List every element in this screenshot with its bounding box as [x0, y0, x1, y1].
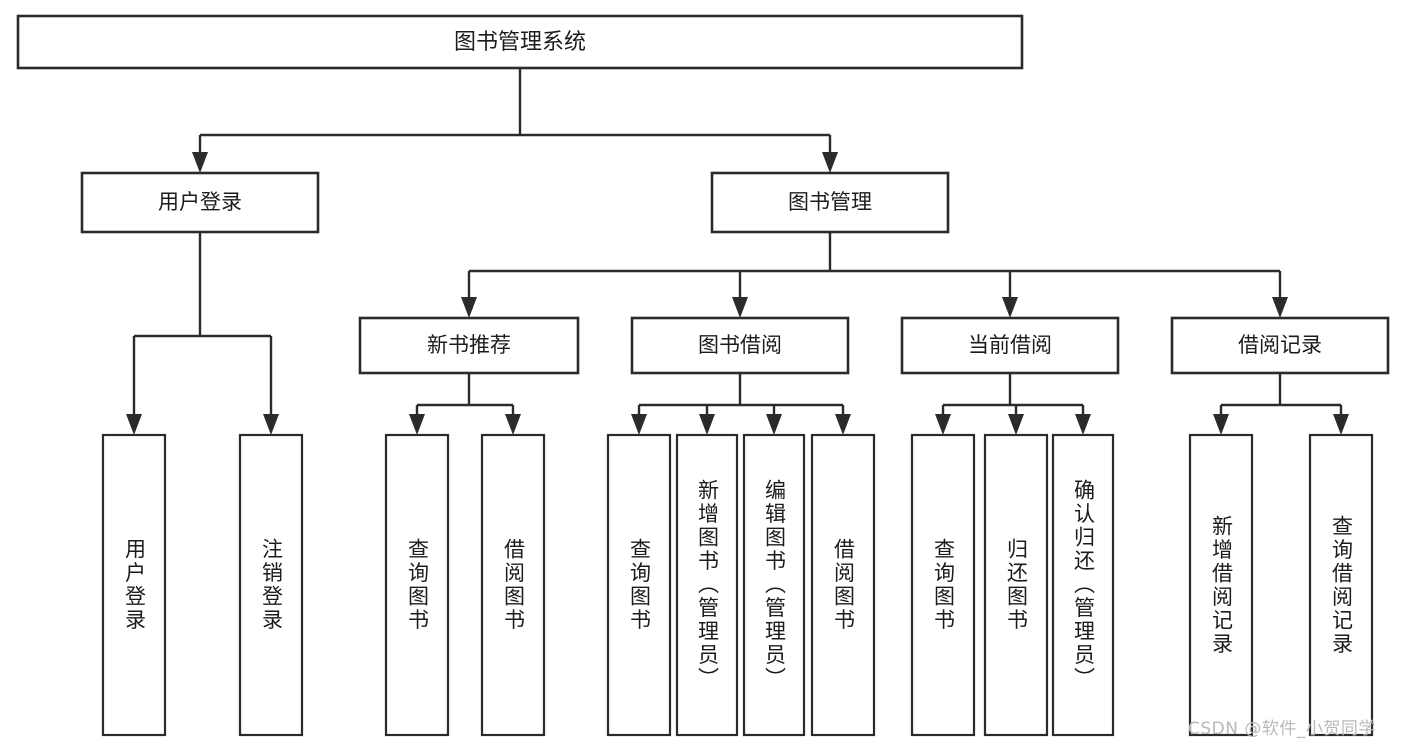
- leaf-box-query-record[interactable]: [1308, 433, 1374, 737]
- user-login-box[interactable]: [80, 171, 320, 234]
- leaf-box-return-book[interactable]: [983, 433, 1049, 737]
- book-manage-label: 图书管理: [788, 190, 872, 214]
- node-user-login[interactable]: 用户登录: [80, 171, 320, 234]
- new-book-recommend-box[interactable]: [358, 316, 580, 375]
- leaf-box-add-record[interactable]: [1188, 433, 1254, 737]
- leaf-box-query-book-cur[interactable]: [910, 433, 976, 737]
- book-borrow-label: 图书借阅: [698, 333, 782, 357]
- arrow-icon: [263, 414, 279, 435]
- connector-new-book-recommend-to-leaves: [409, 373, 521, 435]
- arrow-icon: [732, 297, 748, 318]
- connector-borrow-record-to-leaves: [1213, 373, 1349, 435]
- leaf-box-borrow-book[interactable]: [810, 433, 876, 737]
- leaf-box-logout[interactable]: [238, 433, 304, 737]
- csdn-watermark: CSDN @软件_小贺同学: [1188, 719, 1376, 739]
- new-book-recommend-label: 新书推荐: [427, 333, 511, 357]
- node-current-borrow[interactable]: 当前借阅: [900, 316, 1120, 375]
- arrow-icon: [126, 414, 142, 435]
- node-root[interactable]: 图书管理系统: [16, 14, 1024, 70]
- leaf-box-user-login[interactable]: [101, 433, 167, 737]
- leaf-box-query-book-rec[interactable]: [384, 433, 450, 737]
- user-login-label: 用户登录: [158, 190, 242, 214]
- arrow-icon: [1002, 297, 1018, 318]
- node-new-book-recommend[interactable]: 新书推荐: [358, 316, 580, 375]
- connector-user-login-to-leaves: [126, 232, 279, 435]
- connector-book-borrow-to-leaves: [631, 373, 851, 435]
- arrow-icon: [192, 152, 208, 173]
- arrow-icon: [766, 414, 782, 435]
- leaf-box-edit-book[interactable]: [742, 433, 806, 737]
- leaf-box-query-book-bor[interactable]: [606, 433, 672, 737]
- arrow-icon: [1008, 414, 1024, 435]
- root-box[interactable]: [16, 14, 1024, 70]
- arrow-icon: [461, 297, 477, 318]
- arrow-icon: [1213, 414, 1229, 435]
- node-book-manage[interactable]: 图书管理: [710, 171, 950, 234]
- current-borrow-box[interactable]: [900, 316, 1120, 375]
- borrow-record-label: 借阅记录: [1238, 333, 1322, 357]
- connector-book-manage-to-level3: [461, 232, 1288, 318]
- arrow-icon: [699, 414, 715, 435]
- arrow-icon: [631, 414, 647, 435]
- arrow-icon: [505, 414, 521, 435]
- current-borrow-label: 当前借阅: [968, 333, 1052, 357]
- leaf-box-borrow-book-rec[interactable]: [480, 433, 546, 737]
- connector-root-to-level2: [192, 68, 838, 173]
- arrow-icon: [1272, 297, 1288, 318]
- arrow-icon: [409, 414, 425, 435]
- leaf-box-confirm-return[interactable]: [1051, 433, 1115, 737]
- arrow-icon: [822, 152, 838, 173]
- node-book-borrow[interactable]: 图书借阅: [630, 316, 850, 375]
- root-label: 图书管理系统: [454, 30, 586, 55]
- arrow-icon: [1075, 414, 1091, 435]
- arrow-icon: [1333, 414, 1349, 435]
- leaf-box-add-book[interactable]: [675, 433, 739, 737]
- node-borrow-record[interactable]: 借阅记录: [1170, 316, 1390, 375]
- arrow-icon: [935, 414, 951, 435]
- arrow-icon: [835, 414, 851, 435]
- connector-current-borrow-to-leaves: [935, 373, 1091, 435]
